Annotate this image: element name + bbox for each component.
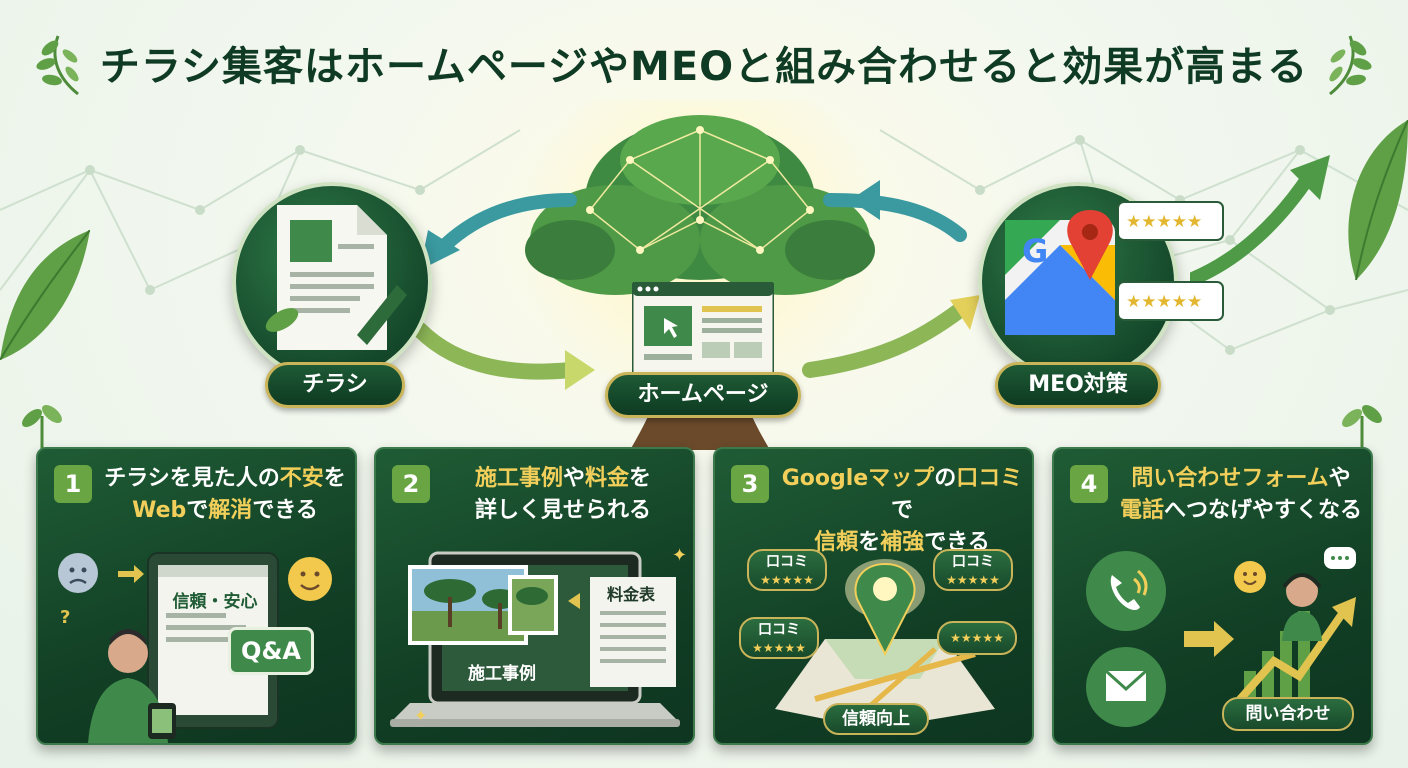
card-3-number: 3 (731, 465, 769, 503)
card-1-number: 1 (54, 465, 92, 503)
card-2-title: 施工事例や料金を 詳しく見せられる (474, 466, 652, 523)
right-leaf-icon (1348, 120, 1408, 280)
homepage-label: ホームページ (605, 372, 801, 418)
google-map-icon: G ★★★★★ ★★★★★ (1005, 201, 1224, 335)
card-2-price-label: 料金表 (606, 585, 655, 604)
review-bubble-4: ★★★★★ (937, 621, 1017, 655)
review-bubble-3: 口コミ ★★★★★ (739, 617, 819, 659)
card-1-title: チラシを見た人の不安を Webで解消できる (104, 466, 346, 523)
flyer-document-icon (265, 205, 407, 350)
card-2-number: 2 (392, 465, 430, 503)
flow-arrows (412, 180, 980, 390)
card-2-illustration: ✦ ✦ (390, 545, 686, 727)
card-3: 3 Googleマップの口コミで 信頼を補強できる 口コミ ★★★★★ 口コミ … (713, 447, 1034, 745)
card-4-result-label: 問い合わせ (1222, 697, 1354, 731)
card-1: 1 チラシを見た人の不安を Webで解消できる ? 信頼・安心 Q&A (36, 447, 357, 745)
card-1-qa-badge: Q&A (228, 627, 314, 675)
svg-text:★★★★★: ★★★★★ (1126, 212, 1202, 232)
svg-text:?: ? (60, 607, 70, 628)
laurel-right-icon (1329, 35, 1372, 96)
svg-text:G: G (1022, 232, 1048, 270)
card-4: 4 問い合わせフォームや 電話へつなげやすくなる 問い合わせ (1052, 447, 1373, 745)
svg-text:✦: ✦ (672, 545, 686, 566)
page-title: チラシ集客はホームページやMEOと組み合わせると効果が高まる (99, 44, 1309, 90)
laurel-left-icon (36, 35, 79, 96)
meo-label: MEO対策 (995, 362, 1161, 408)
svg-text:✦: ✦ (414, 706, 427, 725)
growth-arrow-icon (1190, 155, 1330, 287)
card-1-panel-text: 信頼・安心 (172, 592, 258, 612)
browser-window-icon (632, 282, 774, 382)
review-bubble-1: 口コミ ★★★★★ (747, 549, 827, 591)
card-4-number: 4 (1070, 465, 1108, 503)
card-3-title: Googleマップの口コミで 信頼を補強できる (781, 466, 1023, 555)
left-leaf-icon (0, 230, 90, 360)
card-3-result-label: 信頼向上 (823, 703, 929, 735)
review-bubble-2: 口コミ ★★★★★ (933, 549, 1013, 591)
svg-text:★★★★★: ★★★★★ (1126, 292, 1202, 312)
card-4-illustration (1086, 547, 1356, 727)
card-4-title: 問い合わせフォームや 電話へつなげやすくなる (1119, 466, 1363, 523)
flyer-label: チラシ (265, 362, 405, 408)
card-2-photo-caption: 施工事例 (468, 664, 536, 684)
card-2: 2 施工事例や料金を 詳しく見せられる ✦ ✦ 料金表 施工事例 (374, 447, 695, 745)
